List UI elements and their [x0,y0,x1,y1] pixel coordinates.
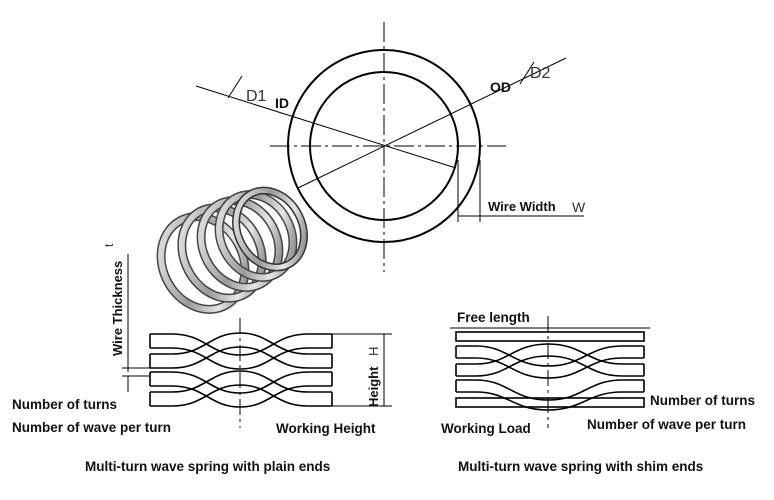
d1-label: D1 [246,88,267,105]
wire-thickness-dimension [122,254,150,392]
side-view-labels: t Wire Thickness Height H Free length Nu… [12,243,755,436]
od-label-tick [519,61,535,85]
plain-waves-per-turn-label: Number of wave per turn [12,420,171,435]
plain-ends-caption: Multi-turn wave spring with plain ends [85,459,330,474]
id-label: ID [275,95,289,111]
od-diameter-line [297,57,567,189]
d2-label: D2 [530,65,551,82]
working-load-label: Working Load [441,421,531,436]
height-symbol: H [366,347,381,356]
id-diameter-line [195,85,457,169]
wire-width-label: Wire Width [488,199,556,214]
od-label: OD [490,79,511,95]
captions: Multi-turn wave spring with plain ends M… [85,459,703,474]
ring-labels: D1 ID OD D2 Wire Width W [246,65,586,215]
id-label-tick [227,75,243,99]
shim-number-of-turns-label: Number of turns [650,393,755,408]
wire-width-symbol: W [572,199,586,215]
spring-3d-illustration [156,186,308,314]
shim-ends-spring [455,331,645,411]
height-label: Height [366,366,381,407]
thickness-symbol: t [102,243,116,247]
wire-thickness-label: Wire Thickness [110,261,125,356]
ring-top-view [195,22,584,272]
plain-ends-spring [149,332,333,408]
plain-number-of-turns-label: Number of turns [12,397,117,412]
shim-waves-per-turn-label: Number of wave per turn [587,417,746,432]
height-dimension [332,333,392,407]
shim-ends-caption: Multi-turn wave spring with shim ends [458,459,703,474]
free-length-label: Free length [457,310,530,325]
working-height-label: Working Height [276,421,376,436]
